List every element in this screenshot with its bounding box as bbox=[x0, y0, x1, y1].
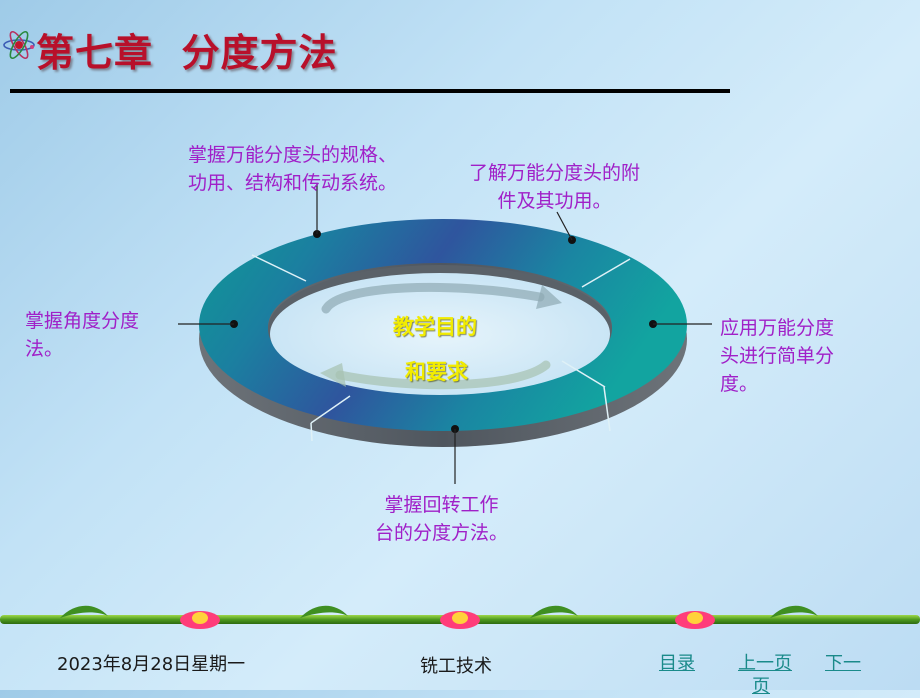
center-text-line2: 和要求 bbox=[405, 360, 468, 384]
callout-angle-indexing: 掌握角度分度 法。 bbox=[25, 307, 139, 363]
callout-angle-line1: 掌握角度分度 bbox=[25, 310, 140, 332]
callout-rotary-line1: 掌握回转工作 bbox=[384, 494, 499, 516]
nav-next-page-link-wrap[interactable]: 页 bbox=[752, 676, 770, 697]
flower-icon bbox=[180, 611, 715, 629]
nav-prev-page-link[interactable]: 上一页 bbox=[738, 653, 792, 674]
ring-diagram bbox=[198, 218, 687, 447]
decorative-vine bbox=[0, 605, 920, 629]
callout-accessories-line2: 件及其功用。 bbox=[497, 190, 612, 212]
nav-next-page-link[interactable]: 下一 bbox=[825, 649, 861, 675]
callout-accessories: 了解万能分度头的附 件及其功用。 bbox=[469, 159, 640, 215]
footer-course: 铣工技术 bbox=[420, 656, 492, 677]
slide-title: 第七章 分度方法 bbox=[36, 30, 338, 75]
callout-rotary-table: 掌握回转工作 台的分度方法。 bbox=[375, 491, 508, 547]
callout-rotary-line2: 台的分度方法。 bbox=[375, 522, 509, 544]
callout-simple-line3: 度。 bbox=[720, 373, 759, 395]
atom-icon bbox=[3, 30, 35, 60]
nav-next-label-1[interactable]: 下一 bbox=[825, 653, 861, 674]
callout-specs: 掌握万能分度头的规格、 功用、结构和传动系统。 bbox=[188, 141, 397, 197]
callout-specs-line1: 掌握万能分度头的规格、 bbox=[188, 144, 398, 166]
callout-angle-line2: 法。 bbox=[25, 338, 64, 360]
center-text-line1: 教学目的 bbox=[393, 315, 477, 339]
nav-contents-link[interactable]: 目录 bbox=[659, 653, 695, 674]
leaf-icon bbox=[60, 605, 818, 618]
footer-date: 2023年8月28日星期一 bbox=[57, 654, 246, 675]
callout-simple-line2: 头进行简单分 bbox=[720, 345, 835, 367]
callout-accessories-line1: 了解万能分度头的附 bbox=[469, 162, 641, 184]
callout-simple-indexing: 应用万能分度 头进行简单分 度。 bbox=[720, 314, 834, 398]
title-underline bbox=[10, 89, 730, 93]
callout-simple-line1: 应用万能分度 bbox=[720, 317, 835, 339]
callout-specs-line2: 功用、结构和传动系统。 bbox=[188, 172, 398, 194]
